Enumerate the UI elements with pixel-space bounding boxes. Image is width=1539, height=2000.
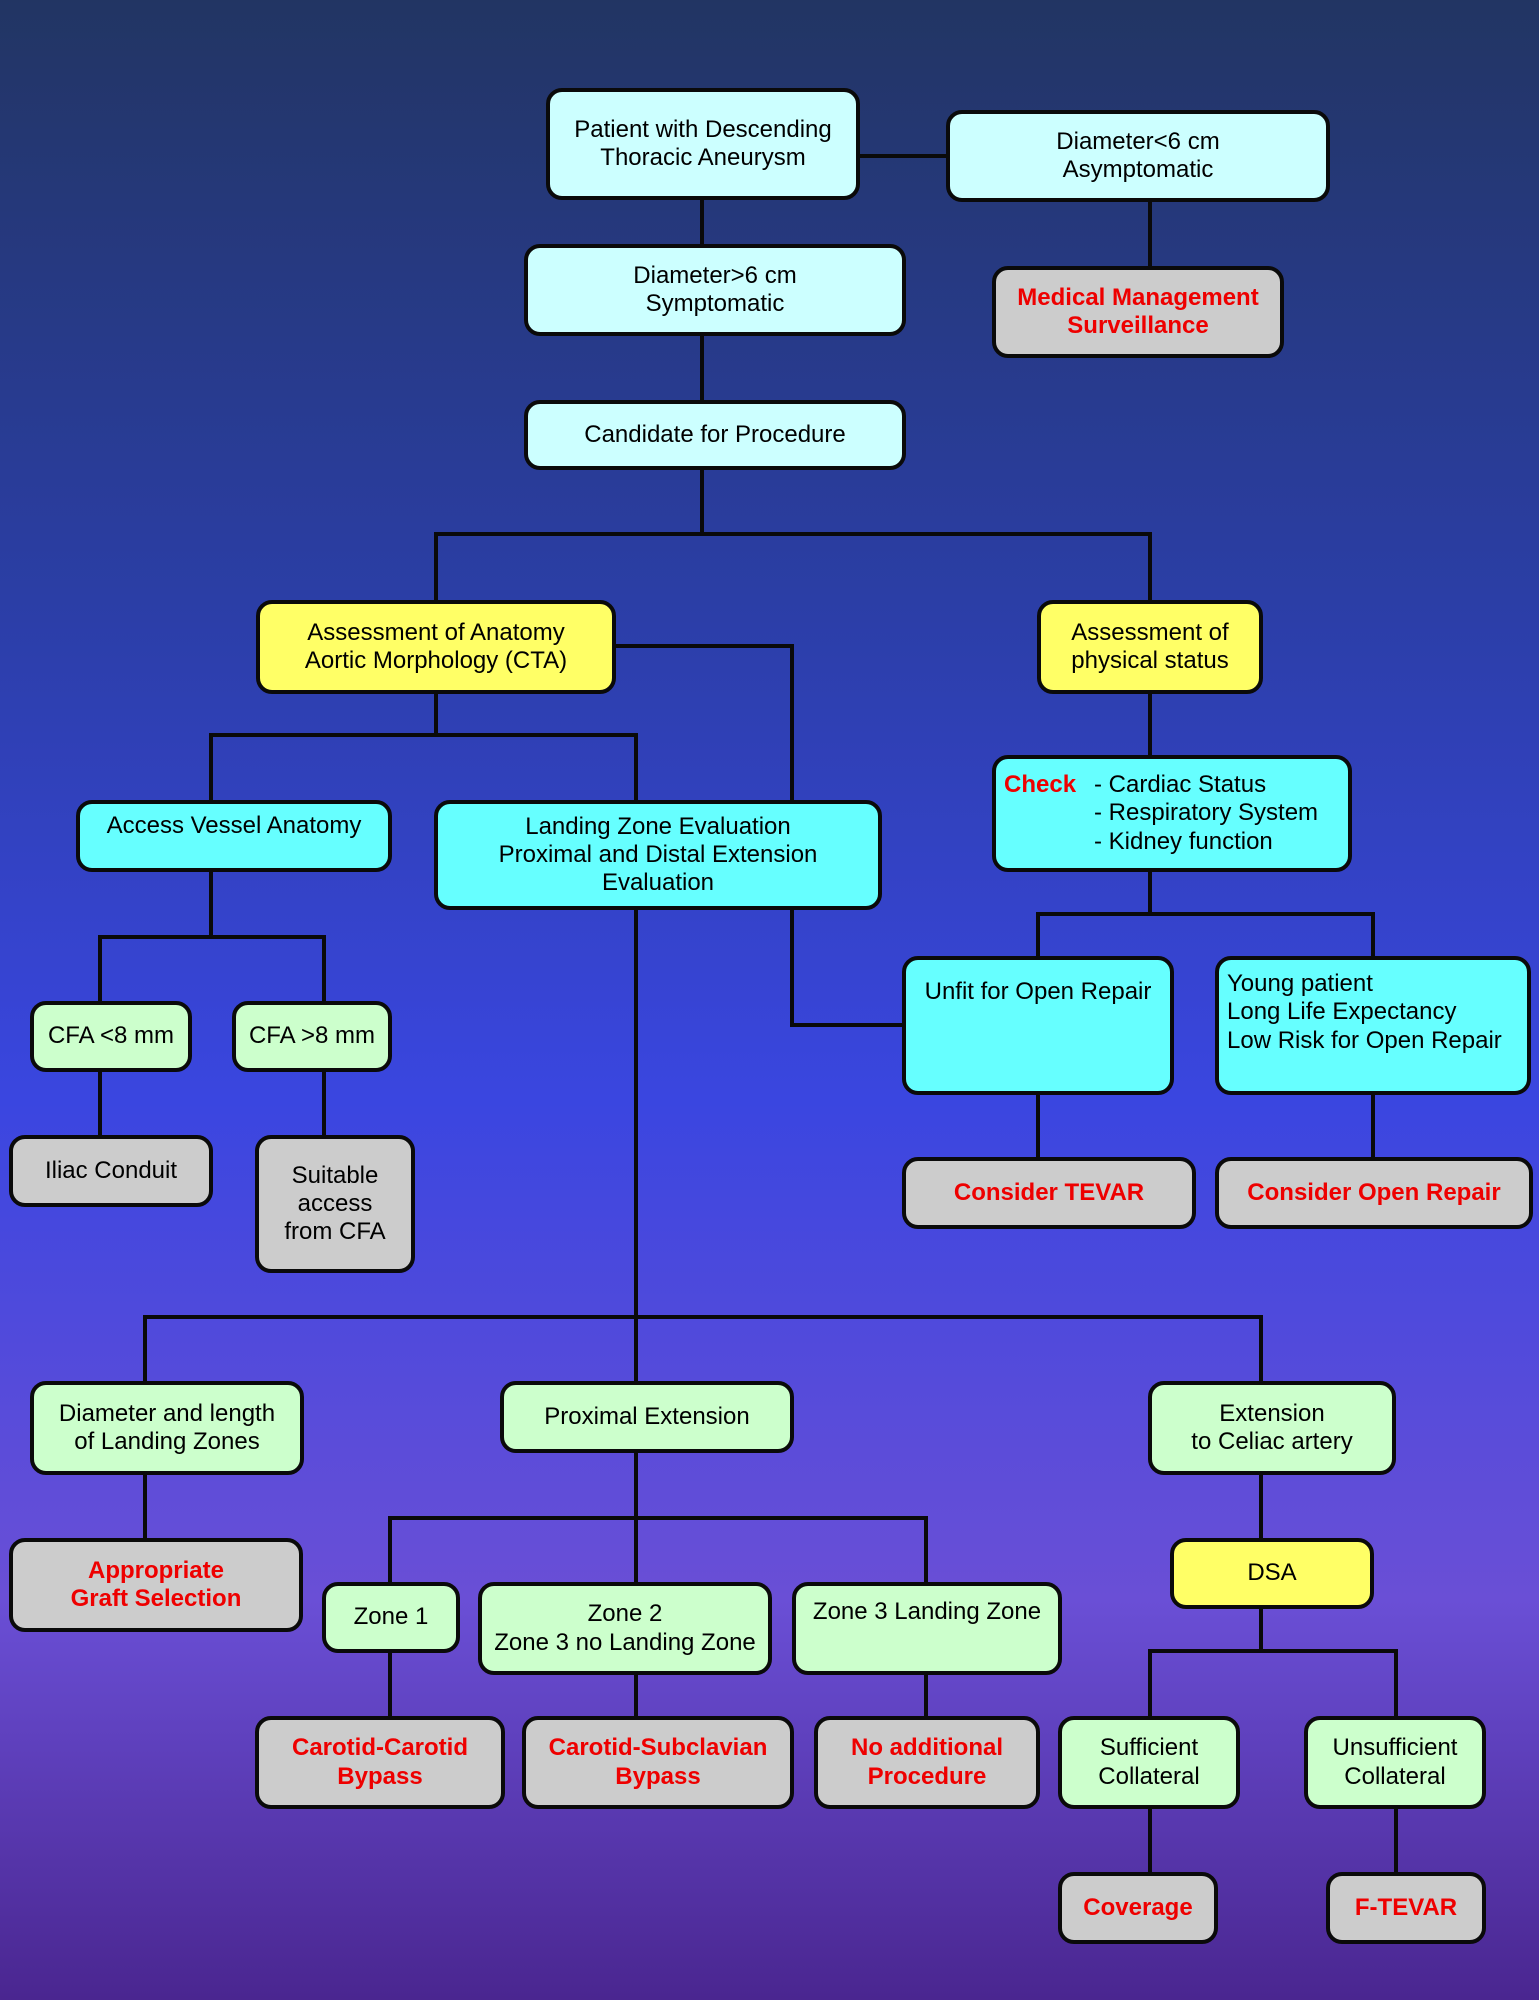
check-label: Check xyxy=(1004,771,1077,799)
node-text: Unsufficient xyxy=(1332,1734,1458,1762)
node-text: Diameter and length xyxy=(58,1399,276,1427)
node-text: Iliac Conduit xyxy=(44,1156,178,1184)
node-text: Graft Selection xyxy=(70,1585,242,1612)
check-node: Check - Cardiac Status - Respiratory Sys… xyxy=(992,755,1352,872)
node-text: Young patient xyxy=(1227,970,1373,997)
node-text: physical status xyxy=(1071,647,1229,674)
node-text: Zone 3 Landing Zone xyxy=(812,1598,1042,1625)
zone1-node: Zone 1 xyxy=(322,1582,460,1653)
node-text: Appropriate xyxy=(87,1556,224,1584)
zone3-landing-node: Zone 3 Landing Zone xyxy=(792,1582,1062,1675)
consider-open-repair-node: Consider Open Repair xyxy=(1215,1157,1533,1229)
node-text: Bypass xyxy=(337,1762,423,1790)
node-text: Carotid-Carotid xyxy=(292,1734,468,1762)
check-items: - Cardiac Status - Respiratory System - … xyxy=(1094,771,1318,856)
young-patient-node: Young patient Long Life Expectancy Low R… xyxy=(1215,956,1531,1095)
check-item: - Respiratory System xyxy=(1094,799,1319,827)
node-text: access xyxy=(297,1189,373,1217)
consider-tevar-node: Consider TEVAR xyxy=(902,1157,1196,1229)
graft-selection-node: Appropriate Graft Selection xyxy=(9,1538,303,1632)
landing-zone-node: Landing Zone Evaluation Proximal and Dis… xyxy=(434,800,882,910)
node-text: Zone 3 no Landing Zone xyxy=(494,1628,756,1656)
node-text: Sufficient xyxy=(1099,1734,1199,1762)
zone2-node: Zone 2 Zone 3 no Landing Zone xyxy=(478,1582,772,1675)
sufficient-collateral-node: Sufficient Collateral xyxy=(1058,1716,1240,1809)
node-text: Suitable xyxy=(291,1161,379,1189)
node-text: Candidate for Procedure xyxy=(584,420,846,448)
node-text: Collateral xyxy=(1098,1762,1200,1790)
carotid-carotid-node: Carotid-Carotid Bypass xyxy=(255,1716,505,1809)
diameter-length-node: Diameter and length of Landing Zones xyxy=(30,1381,304,1475)
node-text: Low Risk for Open Repair xyxy=(1227,1026,1502,1054)
node-text: Surveillance xyxy=(1067,312,1209,339)
node-text: DSA xyxy=(1247,1559,1297,1587)
candidate-node: Candidate for Procedure xyxy=(524,400,906,470)
coverage-node: Coverage xyxy=(1058,1872,1218,1944)
node-text: Assessment of Anatomy xyxy=(307,618,565,646)
node-text: Thoracic Aneurysm xyxy=(600,144,806,171)
node-text: Medical Management xyxy=(1017,283,1259,311)
f-tevar-node: F-TEVAR xyxy=(1326,1872,1486,1944)
patient-node: Patient with Descending Thoracic Aneurys… xyxy=(546,88,860,200)
node-text: Bypass xyxy=(615,1762,701,1790)
node-text: CFA <8 mm xyxy=(47,1022,175,1050)
cfa-large-node: CFA >8 mm xyxy=(232,1001,392,1072)
connector xyxy=(790,906,906,1027)
access-vessel-node: Access Vessel Anatomy xyxy=(76,800,392,872)
node-text: Carotid-Subclavian xyxy=(548,1734,768,1762)
node-text: No additional xyxy=(851,1734,1003,1762)
node-text: CFA >8 mm xyxy=(248,1022,376,1050)
node-text: Coverage xyxy=(1083,1893,1193,1921)
node-text: Extension xyxy=(1219,1399,1325,1427)
node-text: Long Life Expectancy xyxy=(1227,998,1457,1026)
dsa-node: DSA xyxy=(1170,1538,1374,1609)
node-text: Landing Zone Evaluation xyxy=(525,812,791,840)
insufficient-collateral-node: Unsufficient Collateral xyxy=(1304,1716,1486,1809)
node-text: Consider Open Repair xyxy=(1247,1178,1501,1206)
cfa-small-node: CFA <8 mm xyxy=(30,1001,192,1072)
connector xyxy=(612,644,794,804)
node-text: Evaluation xyxy=(601,869,715,897)
node-text: Access Vessel Anatomy xyxy=(106,812,362,839)
node-text: F-TEVAR xyxy=(1354,1893,1458,1921)
node-text: Consider TEVAR xyxy=(953,1178,1145,1206)
node-text: Asymptomatic xyxy=(1062,156,1214,183)
physical-status-node: Assessment of physical status xyxy=(1037,600,1263,694)
medical-management-node: Medical Management Surveillance xyxy=(992,266,1284,358)
no-additional-procedure-node: No additional Procedure xyxy=(814,1716,1040,1809)
node-text: Zone 2 xyxy=(587,1600,663,1628)
node-text: Aortic Morphology (CTA) xyxy=(304,647,568,674)
node-text: Zone 1 xyxy=(353,1603,429,1631)
node-text: of Landing Zones xyxy=(74,1428,260,1455)
diameter-large-node: Diameter>6 cm Symptomatic xyxy=(524,244,906,336)
check-row: Check - Cardiac Status - Respiratory Sys… xyxy=(1004,771,1318,856)
suitable-access-node: Suitable access from CFA xyxy=(255,1135,415,1273)
node-text: Proximal and Distal Extension xyxy=(498,840,818,868)
node-text: Diameter>6 cm xyxy=(633,261,797,289)
celiac-extension-node: Extension to Celiac artery xyxy=(1148,1381,1396,1475)
check-item: - Kidney function xyxy=(1094,827,1273,855)
proximal-extension-node: Proximal Extension xyxy=(500,1381,794,1453)
node-text: Diameter<6 cm xyxy=(1056,127,1220,155)
node-text: Proximal Extension xyxy=(544,1402,750,1430)
node-text: Procedure xyxy=(867,1762,987,1790)
anatomy-assessment-node: Assessment of Anatomy Aortic Morphology … xyxy=(256,600,616,694)
node-text: to Celiac artery xyxy=(1191,1428,1353,1455)
node-text: Patient with Descending xyxy=(574,115,832,143)
node-text: Unfit for Open Repair xyxy=(924,978,1152,1005)
diameter-small-node: Diameter<6 cm Asymptomatic xyxy=(946,110,1330,202)
iliac-conduit-node: Iliac Conduit xyxy=(9,1135,213,1207)
carotid-subclavian-node: Carotid-Subclavian Bypass xyxy=(522,1716,794,1809)
node-text: from CFA xyxy=(284,1218,386,1246)
check-item: - Cardiac Status xyxy=(1094,771,1267,799)
node-text: Assessment of xyxy=(1071,618,1229,646)
node-text: Symptomatic xyxy=(645,290,785,317)
unfit-open-repair-node: Unfit for Open Repair xyxy=(902,956,1174,1095)
node-text: Collateral xyxy=(1344,1762,1446,1790)
